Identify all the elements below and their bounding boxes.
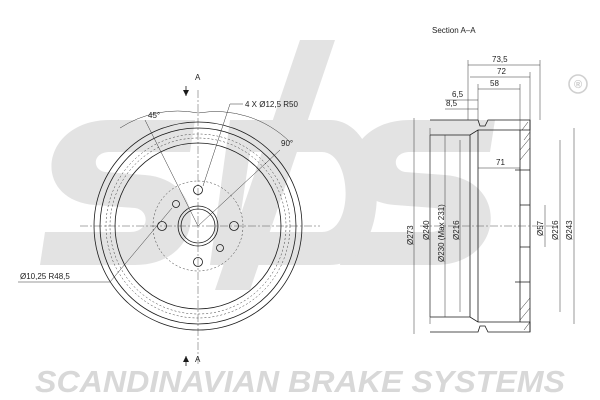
dia-240: Ø240 <box>422 220 431 240</box>
outer-rim <box>93 121 303 331</box>
section-title: Section A–A <box>432 26 476 35</box>
dia-216-right: Ø216 <box>551 220 560 240</box>
section-marker-bottom: A <box>195 355 201 364</box>
stud-hole <box>229 221 239 231</box>
dim-72: 72 <box>497 67 506 76</box>
bolt-hole <box>172 200 180 208</box>
top-dimensions: 73,5 72 58 6,5 8,5 <box>445 55 541 130</box>
stud-hole <box>193 185 203 195</box>
section-marker-top: A <box>195 73 201 82</box>
dim-8-5: 8,5 <box>446 99 458 108</box>
section-view: Section A–A <box>406 26 575 334</box>
dia-57: Ø57 <box>536 220 545 236</box>
brand-tagline: SCANDINAVIAN BRAKE SYSTEMS <box>35 364 565 399</box>
dim-73-5: 73,5 <box>492 55 508 64</box>
svg-text:®: ® <box>574 79 582 91</box>
right-diameters: Ø57 Ø216 Ø243 <box>536 128 575 324</box>
stud-hole <box>193 257 203 267</box>
dia-216-left: Ø216 <box>452 220 461 240</box>
holes-note: 4 X Ø12,5 R50 <box>245 100 298 109</box>
bolt-hole <box>216 244 224 252</box>
dim-58: 58 <box>490 79 499 88</box>
angle-90-label: 90° <box>281 139 293 148</box>
section-hatch <box>519 121 531 331</box>
stud-hole <box>157 221 167 231</box>
sbs-watermark-logo <box>40 40 495 290</box>
bolt-note: Ø10,25 R48,5 <box>20 272 70 281</box>
center-bore <box>177 205 219 247</box>
left-diameters: Ø273 Ø240 Ø230 (Max 231) Ø216 <box>406 118 461 334</box>
front-view: A A 45° 90° 4 X Ø12,5 R50 Ø10,25 R48,5 <box>18 73 320 366</box>
dia-243: Ø243 <box>565 220 574 240</box>
dim-71: 71 <box>496 158 505 167</box>
dim-6-5: 6,5 <box>452 90 464 99</box>
registered-mark: ® <box>568 74 588 94</box>
angle-45-label: 45° <box>148 111 160 120</box>
dia-230: Ø230 (Max 231) <box>437 204 446 262</box>
dia-273: Ø273 <box>406 225 415 245</box>
